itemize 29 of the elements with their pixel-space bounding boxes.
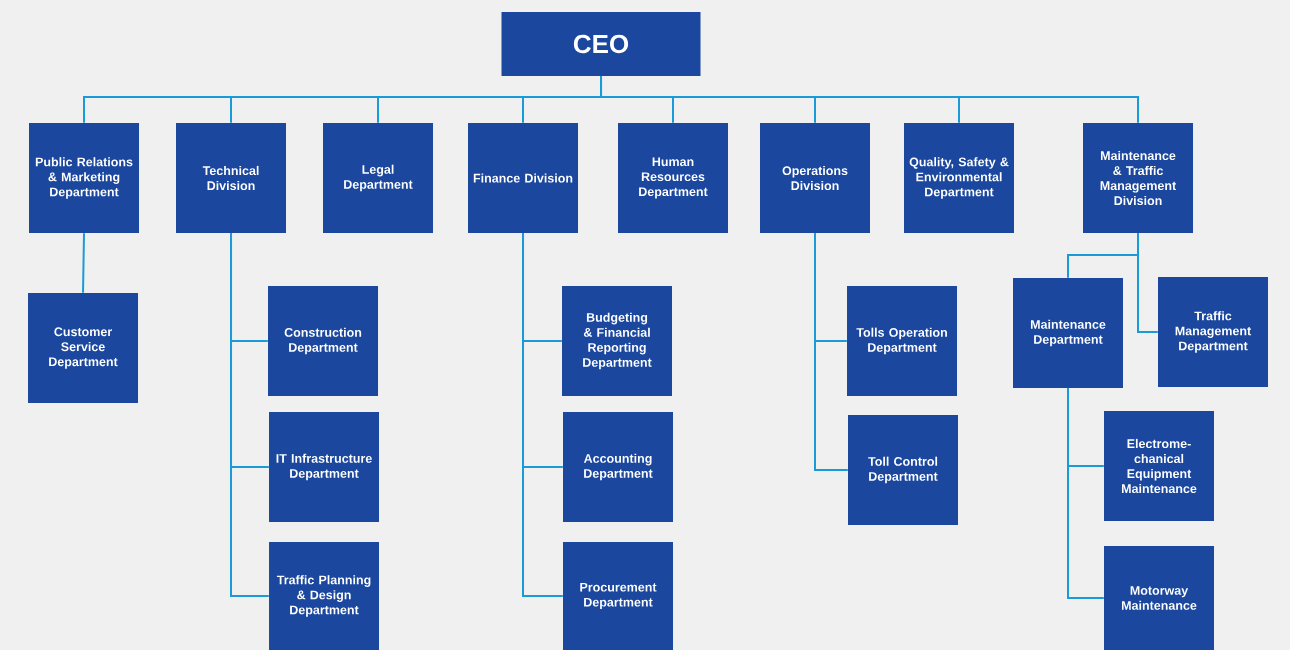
connector-line xyxy=(600,75,1139,124)
connector-line xyxy=(522,232,564,597)
department-box: Public Relations & Marketing Department xyxy=(29,123,139,233)
department-box: Construction Department xyxy=(268,286,378,396)
department-box: Accounting Department xyxy=(563,412,673,522)
connector-line xyxy=(82,232,85,294)
department-box: Customer Service Department xyxy=(28,293,138,403)
department-box: IT Infrastructure Department xyxy=(269,412,379,522)
department-box: Traffic Planning & Design Department xyxy=(269,542,379,650)
department-box: Electrome-chanical Equipment Maintenance xyxy=(1104,411,1214,521)
department-box: Finance Division xyxy=(468,123,578,233)
connector-line xyxy=(814,232,849,471)
connector-line xyxy=(1137,232,1159,333)
ceo-box: CEO xyxy=(501,12,701,76)
department-box: Traffic Management Department xyxy=(1158,277,1268,387)
department-box: Technical Division xyxy=(176,123,286,233)
department-box: Human Resources Department xyxy=(618,123,728,233)
department-box: Tolls Operation Department xyxy=(847,286,957,396)
department-box: Maintenance & Traffic Management Division xyxy=(1083,123,1193,233)
department-box: Toll Control Department xyxy=(848,415,958,525)
department-box: Procurement Department xyxy=(563,542,673,650)
department-box: Legal Department xyxy=(323,123,433,233)
department-box: Quality, Safety & Environmental Department xyxy=(904,123,1014,233)
connector-line xyxy=(1067,387,1105,599)
department-box: Maintenance Department xyxy=(1013,278,1123,388)
department-box: Motorway Maintenance xyxy=(1104,546,1214,650)
connector-line xyxy=(230,232,270,597)
department-box: Budgeting & Financial Reporting Department xyxy=(562,286,672,396)
department-box: Operations Division xyxy=(760,123,870,233)
